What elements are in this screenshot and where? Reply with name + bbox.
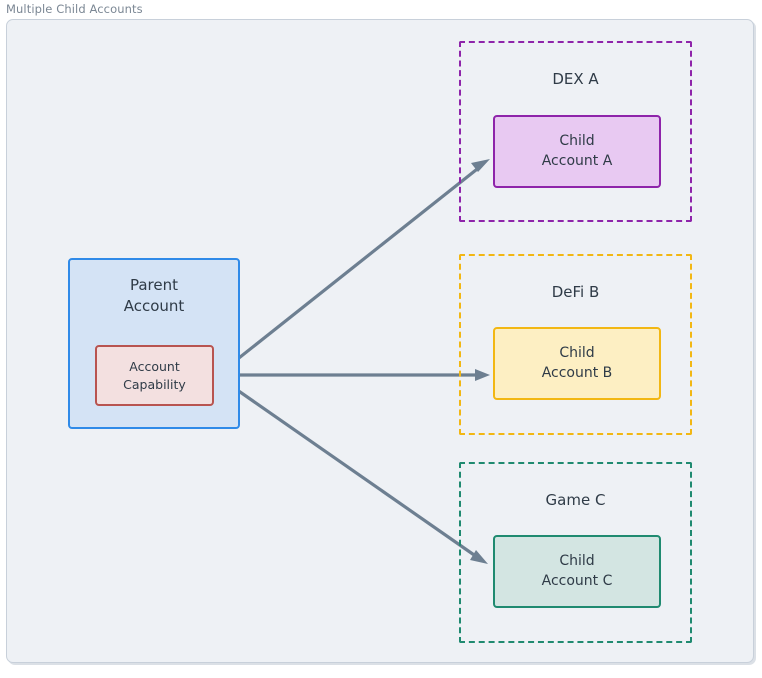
cluster-defi-b: DeFi B [459,254,692,435]
account-capability-node[interactable]: Account Capability [95,345,214,406]
child-account-c-label-line1: Child [559,552,595,569]
child-account-b-node[interactable]: Child Account B [493,327,661,400]
child-account-b-label-line1: Child [559,344,595,361]
cluster-game-c: Game C [459,462,692,643]
cluster-game-c-label: Game C [545,491,606,509]
child-account-c-node[interactable]: Child Account C [493,535,661,608]
child-account-b-label-line2: Account B [541,364,613,381]
child-account-c-label-line2: Account C [541,572,613,589]
cluster-dex-a: DEX A [459,41,692,222]
cluster-dex-a-label: DEX A [552,70,599,88]
panel-title: Multiple Child Accounts [6,2,143,16]
child-account-a-label-line2: Account A [541,152,613,169]
parent-account-label-line2: Account [123,297,185,316]
account-capability-label-line1: Account [129,358,180,374]
cluster-defi-b-label: DeFi B [551,283,600,301]
child-account-a-node[interactable]: Child Account A [493,115,661,188]
parent-account-label-line1: Parent [129,276,179,294]
account-capability-label-line2: Capability [123,376,186,392]
child-account-a-label-line1: Child [559,132,595,149]
